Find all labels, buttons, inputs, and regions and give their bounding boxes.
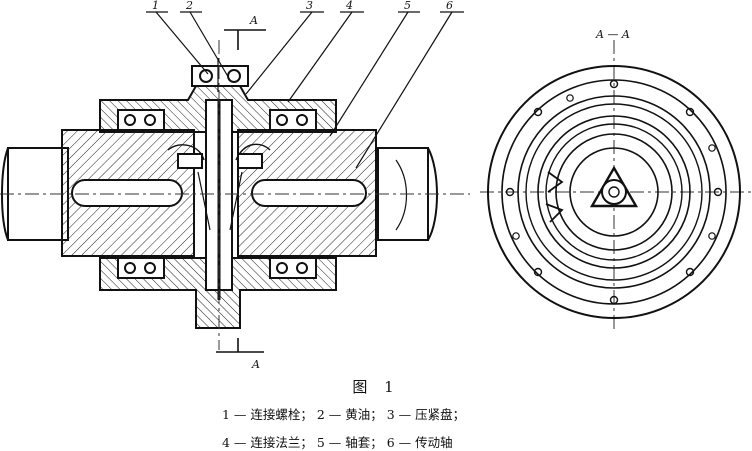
section-mark-bottom: A [251,358,260,371]
callout-leaders [146,11,464,169]
callout-4-label: 4 [345,0,353,12]
callout-2-label: 2 [185,0,193,12]
callout-3-label: 3 [306,0,313,12]
legend-line-2: 4 — 连接法兰； 5 — 轴套； 6 — 传动轴 [222,435,453,450]
section-mark-top: A [249,14,258,27]
figure-title: 图 1 [352,378,400,396]
section-view-title: A — A [595,28,630,41]
sectional-view [1,58,438,329]
callout-5-label: 5 [404,0,411,12]
end-view [487,65,741,319]
callout-6-label: 6 [446,0,453,12]
section-mark-lines [216,29,266,353]
legend-line-1: 1 — 连接螺栓； 2 — 黄油； 3 — 压紧盘； [222,407,466,422]
callout-1-label: 1 [152,0,159,12]
